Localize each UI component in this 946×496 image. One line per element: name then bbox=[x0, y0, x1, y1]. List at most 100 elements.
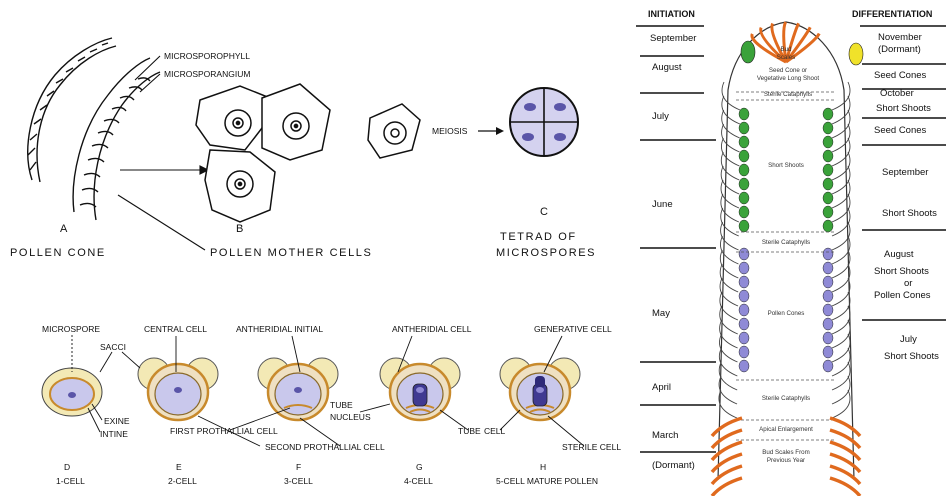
central-cell bbox=[155, 373, 201, 415]
month-dividers-left bbox=[636, 26, 716, 452]
nucleus bbox=[536, 387, 544, 393]
pollen-grain-series bbox=[42, 358, 580, 420]
label-sterile-cell: STERILE CELL bbox=[562, 442, 621, 452]
pollen-grain-e bbox=[138, 358, 218, 420]
right-august: August bbox=[884, 249, 914, 260]
header-differentiation: DIFFERENTIATION bbox=[852, 9, 932, 19]
right-primordium bbox=[823, 108, 833, 120]
right-seed-cones-2: Seed Cones bbox=[874, 125, 927, 136]
label-antheridial-cell: ANTHERIDIAL CELL bbox=[392, 324, 472, 334]
label-tube-2: TUBE bbox=[458, 426, 481, 436]
left-primordium bbox=[739, 136, 749, 148]
panel-b-letter: B bbox=[236, 223, 245, 235]
stage-h-letter: H bbox=[540, 462, 546, 472]
label-tube: TUBE bbox=[330, 400, 353, 410]
single-mother-cell bbox=[368, 104, 420, 158]
month-september: September bbox=[650, 33, 696, 44]
left-primordium bbox=[739, 360, 749, 372]
inner-short-shoots: Short Shoots bbox=[768, 162, 804, 169]
label-antheridial-initial: ANTHERIDIAL INITIAL bbox=[236, 324, 323, 334]
label-intine: INTINE bbox=[100, 429, 128, 439]
left-primordium bbox=[739, 108, 749, 120]
label-microspore: MICROSPORE bbox=[42, 324, 100, 334]
inner-prev-2: Previous Year bbox=[767, 457, 805, 464]
green-primordium bbox=[741, 41, 755, 63]
right-primordium bbox=[823, 206, 833, 218]
label-microsporangium: MICROSPORANGIUM bbox=[164, 69, 250, 79]
left-primordium bbox=[739, 122, 749, 134]
month-april: April bbox=[652, 382, 671, 393]
left-primordium bbox=[739, 150, 749, 162]
pollen-cone-illustration bbox=[28, 38, 160, 220]
right-seed-cones-1: Seed Cones bbox=[874, 70, 927, 81]
right-primordium bbox=[823, 220, 833, 232]
right-or: or bbox=[904, 278, 912, 289]
nucleus bbox=[68, 392, 76, 398]
stage-h-label: 5-CELL MATURE POLLEN bbox=[496, 476, 598, 486]
yellow-primordium bbox=[849, 43, 863, 65]
pollen-mother-cells-illustration bbox=[196, 84, 330, 222]
label-nucleus: NUCLEUS bbox=[330, 412, 371, 422]
header-initiation: INITIATION bbox=[648, 9, 695, 19]
label-central-cell: CENTRAL CELL bbox=[144, 324, 207, 334]
stage-f-letter: F bbox=[296, 462, 301, 472]
left-primordium bbox=[739, 164, 749, 176]
stage-e-label: 2-CELL bbox=[168, 476, 197, 486]
left-primordium bbox=[739, 178, 749, 190]
right-july: July bbox=[900, 334, 917, 345]
nucleus bbox=[294, 387, 302, 393]
panel-a-caption: POLLEN CONE bbox=[10, 247, 106, 259]
stage-f-label: 3-CELL bbox=[284, 476, 313, 486]
pollen-grain-h bbox=[500, 358, 580, 420]
left-primordium bbox=[739, 318, 749, 330]
nucleus bbox=[174, 387, 182, 393]
right-short-shoots-1: Short Shoots bbox=[876, 103, 931, 114]
panel-c-letter: C bbox=[540, 206, 550, 218]
stage-g-letter: G bbox=[416, 462, 423, 472]
stage-d-label: 1-CELL bbox=[56, 476, 85, 486]
right-primordium bbox=[823, 178, 833, 190]
inner-vegetative-long-shoot: Vegetative Long Shoot bbox=[757, 75, 820, 82]
left-primordium bbox=[739, 220, 749, 232]
right-primordium bbox=[823, 290, 833, 302]
nucleus bbox=[416, 387, 424, 393]
label-exine: EXINE bbox=[104, 416, 130, 426]
right-primordium bbox=[823, 164, 833, 176]
right-short-shoots-3: Short Shoots bbox=[874, 266, 929, 277]
inner-bud: Bud bbox=[780, 46, 792, 53]
inner-apical: Apical Enlargement bbox=[759, 426, 813, 433]
label-microsporophyll: MICROSPOROPHYLL bbox=[164, 51, 250, 61]
stage-d-letter: D bbox=[64, 462, 70, 472]
left-primordium bbox=[739, 206, 749, 218]
left-primordium bbox=[739, 304, 749, 316]
left-primordium bbox=[739, 276, 749, 288]
pollen-grain-f bbox=[258, 358, 338, 420]
right-short-shoots-4: Short Shoots bbox=[884, 351, 939, 362]
generative-cell bbox=[535, 376, 545, 388]
left-primordium bbox=[739, 332, 749, 344]
right-november: November bbox=[878, 32, 922, 43]
right-october: October bbox=[880, 88, 914, 99]
month-august: August bbox=[652, 62, 682, 73]
right-primordium bbox=[823, 262, 833, 274]
right-short-shoots-2: Short Shoots bbox=[882, 208, 937, 219]
month-may: May bbox=[652, 308, 670, 319]
right-primordium bbox=[823, 276, 833, 288]
inner-sterile-1: Sterile Cataphylls bbox=[764, 91, 812, 98]
stage-g-label: 4-CELL bbox=[404, 476, 433, 486]
left-primordium bbox=[739, 192, 749, 204]
inner-prev-1: Bud Scales From bbox=[762, 449, 809, 456]
right-dormant: (Dormant) bbox=[878, 44, 921, 55]
pollen-grain-d bbox=[42, 368, 102, 416]
right-primordium bbox=[823, 192, 833, 204]
left-primordium bbox=[739, 248, 749, 260]
label-first-prothallial: FIRST PROTHALLIAL CELL bbox=[170, 426, 278, 436]
right-primordium bbox=[823, 360, 833, 372]
tetrad-illustration bbox=[510, 88, 578, 156]
month-july: July bbox=[652, 111, 669, 122]
right-pollen-cones: Pollen Cones bbox=[874, 290, 931, 301]
panel-c-caption-2: MICROSPORES bbox=[496, 247, 596, 259]
panel-a-pointer-lines bbox=[118, 56, 208, 250]
left-primordium bbox=[739, 290, 749, 302]
